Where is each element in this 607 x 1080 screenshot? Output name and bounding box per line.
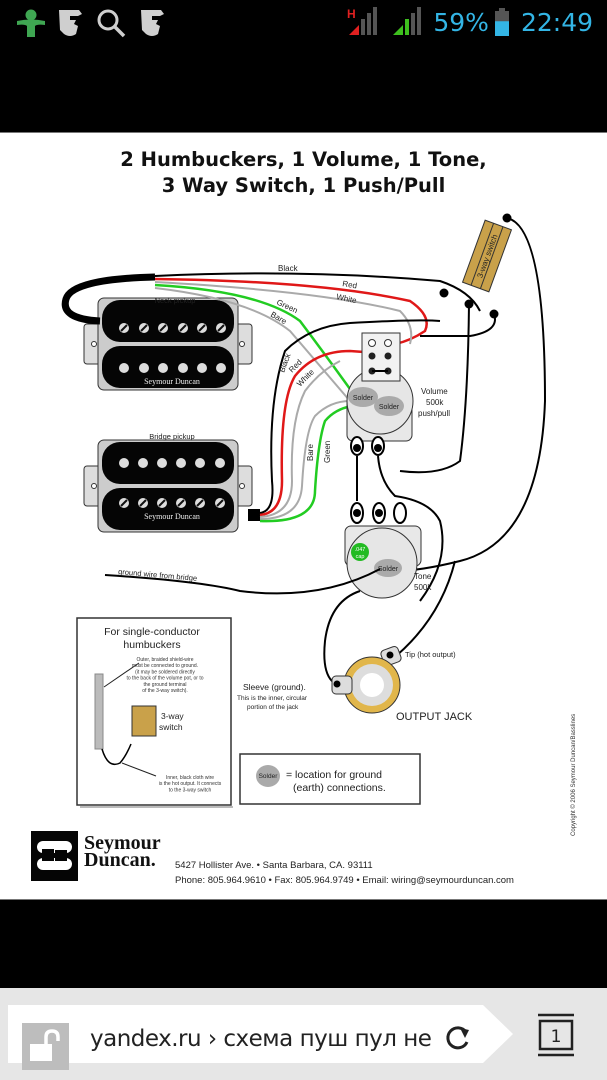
reload-icon[interactable] — [440, 1020, 476, 1056]
neck-pickup-brand: Seymour Duncan — [144, 377, 200, 386]
bridge-red-wire — [259, 349, 379, 517]
cap-value: .047 — [355, 547, 366, 553]
signal-strength-sim2-icon — [393, 7, 422, 35]
brand-line2: Duncan. — [84, 849, 156, 871]
inset-note-line: Inner, black cloth wire — [166, 775, 214, 781]
solder-legend: Solder = location for ground (earth) con… — [239, 753, 421, 805]
ground-wire-label: ground wire from bridge — [118, 567, 198, 583]
solder-point-label: Solder — [378, 566, 399, 573]
tone-label: Tone — [414, 572, 432, 581]
wire-label-white: White — [336, 292, 358, 305]
inset-note-line: must be connected to ground. — [132, 663, 198, 669]
brand-line1: Seymour — [84, 832, 161, 854]
inset-note-line: is the hot output. It connects — [159, 781, 222, 787]
lock-icon[interactable] — [22, 1023, 69, 1070]
sleeve-label: Sleeve (ground). — [243, 682, 306, 692]
capacitor — [351, 543, 369, 561]
volume-value: 500k — [426, 398, 444, 407]
neck-white-wire — [154, 281, 413, 345]
search-icon — [97, 9, 126, 38]
browser-address-bar: yandex.ru › схема пуш пул не 1 — [0, 988, 607, 1080]
diagram-title-line2: 3 Way Switch, 1 Push/Pull — [161, 174, 446, 197]
url-text[interactable]: yandex.ru › схема пуш пул не — [90, 1026, 432, 1052]
inset-note-line: to the 3-way switch — [169, 787, 212, 793]
wiring-diagram-image[interactable]: 2 Humbuckers, 1 Volume, 1 Tone, 3 Way Sw… — [0, 132, 607, 900]
bridge-wire-label-bare: Bare — [306, 444, 315, 461]
output-jack — [331, 646, 402, 714]
inset-title-1: For single-conductor — [104, 626, 200, 638]
signal-strength-sim1-icon: H — [347, 7, 378, 35]
neck-bare-wire — [154, 287, 351, 402]
seymour-duncan-logo: Seymour Duncan. — [31, 831, 161, 881]
neck-red-wire — [154, 277, 428, 346]
neck-black-wire — [154, 272, 481, 312]
battery-icon — [494, 8, 509, 36]
company-contact: Phone: 805.964.9610 • Fax: 805.964.9749 … — [175, 875, 514, 886]
cap-label: cap — [356, 554, 365, 560]
tab-count: 1 — [551, 1027, 562, 1047]
status-bar: H 59% 22:49 — [0, 0, 607, 45]
incognito-icon — [59, 10, 82, 36]
inset-note-line: of the 3-way switch). — [142, 688, 188, 694]
wire-label-black: Black — [278, 264, 299, 273]
sleeve-note-1: This is the inner, circular — [237, 695, 308, 702]
battery-percent: 59% — [433, 7, 489, 37]
neck-pickup-slugs — [119, 363, 226, 373]
inset-note-line: Outer, braided shield-wire — [137, 657, 194, 663]
bridge-wire-label-white: White — [295, 367, 316, 388]
network-type-label: H — [347, 7, 356, 21]
neck-green-wire — [154, 283, 357, 397]
agent-icon — [17, 9, 45, 37]
bridge-pickup-label: Bridge pickup — [149, 432, 194, 441]
tip-label: Tip (hot output) — [405, 650, 456, 659]
bridge-ground-wire — [104, 568, 381, 595]
legend-solder-label: Solder — [259, 773, 279, 780]
inset-switch — [131, 705, 157, 737]
bridge-pickup-brand: Seymour Duncan — [144, 512, 200, 521]
solder-point-label: Solder — [353, 395, 374, 402]
incognito-icon — [141, 10, 164, 36]
neck-pickup-label: Neck pickup — [155, 296, 196, 305]
legend-text-1: = location for ground — [286, 769, 382, 781]
three-way-switch: 3-way switch — [461, 219, 513, 293]
bridge-green-wire — [259, 404, 353, 523]
tone-value: 500k — [414, 583, 432, 592]
inset-switch-label-1: 3-way — [161, 711, 184, 721]
url-field[interactable] — [8, 1005, 513, 1063]
inset-note-line: to the back of the volume pot, or to — [127, 676, 204, 682]
inset-switch-label-2: switch — [159, 722, 183, 732]
neck-pickup-cable — [61, 273, 156, 325]
copyright: Copyright © 2006 Seymour Duncan/Bassline… — [570, 714, 577, 836]
bridge-black-wire — [259, 319, 441, 514]
bridge-wire-label-green: Green — [323, 441, 332, 463]
diagram-title-line1: 2 Humbuckers, 1 Volume, 1 Tone, — [120, 148, 487, 171]
clock: 22:49 — [520, 7, 593, 37]
inset-title-2: humbuckers — [123, 639, 180, 651]
solder-point-label: Solder — [379, 404, 400, 411]
company-address: 5427 Hollister Ave. • Santa Barbara, CA.… — [175, 860, 373, 871]
volume-type: push/pull — [418, 409, 450, 418]
legend-text-2: (earth) connections. — [293, 782, 386, 794]
single-conductor-inset: For single-conductor humbuckers Outer, b… — [76, 617, 233, 808]
wiring-schematic: Seymour Duncan Neck pickup Seymour Dunca… — [31, 213, 577, 886]
bridge-white-wire — [259, 360, 341, 518]
sleeve-note-2: portion of the jack — [247, 704, 299, 711]
bridge-bare-wire — [259, 400, 351, 520]
volume-label: Volume — [421, 387, 448, 396]
tone-pot: .047 cap Solder — [344, 502, 422, 599]
inset-note-line: the ground terminal — [143, 682, 186, 688]
inset-note-line: (it may be soldered directly — [135, 669, 195, 675]
braided-shield-wire — [94, 673, 104, 750]
output-jack-label: OUTPUT JACK — [396, 711, 473, 723]
tabs-button[interactable]: 1 — [536, 1013, 576, 1057]
wire-label-red: Red — [342, 279, 358, 290]
volume-pot: Solder Solder — [346, 332, 414, 456]
